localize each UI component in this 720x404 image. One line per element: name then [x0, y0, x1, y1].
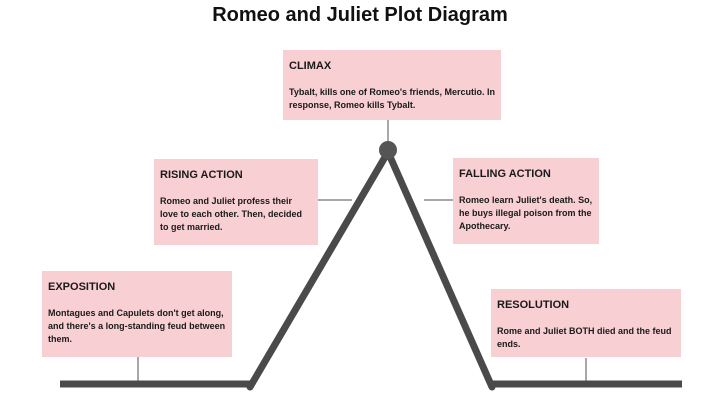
- climax-heading: CLIMAX: [289, 60, 332, 72]
- diagram-title: Romeo and Juliet Plot Diagram: [212, 4, 508, 26]
- falling-action-text: Romeo learn Juliet's death. So, he buys …: [459, 195, 593, 231]
- exposition-text: Montagues and Capulets don't get along, …: [48, 308, 226, 344]
- falling-action-line: [384, 148, 496, 391]
- rising-action-heading: RISING ACTION: [160, 169, 243, 181]
- rising-action-box: RISING ACTION Romeo and Juliet profess t…: [154, 159, 318, 245]
- rising-action-text: Romeo and Juliet profess their love to e…: [160, 196, 303, 232]
- climax-peak-dot: [379, 141, 397, 159]
- rising-action-line: [246, 148, 392, 391]
- exposition-heading: EXPOSITION: [48, 281, 116, 293]
- falling-action-heading: FALLING ACTION: [459, 168, 551, 180]
- resolution-text: Rome and Juliet BOTH died and the feud e…: [497, 326, 672, 349]
- resolution-box: RESOLUTION Rome and Juliet BOTH died and…: [491, 289, 681, 357]
- climax-box: CLIMAX Tybalt, kills one of Romeo's frie…: [283, 50, 501, 120]
- falling-action-box: FALLING ACTION Romeo learn Juliet's deat…: [453, 158, 599, 244]
- resolution-heading: RESOLUTION: [497, 299, 570, 311]
- climax-text: Tybalt, kills one of Romeo's friends, Me…: [289, 87, 496, 110]
- exposition-box: EXPOSITION Montagues and Capulets don't …: [42, 271, 232, 357]
